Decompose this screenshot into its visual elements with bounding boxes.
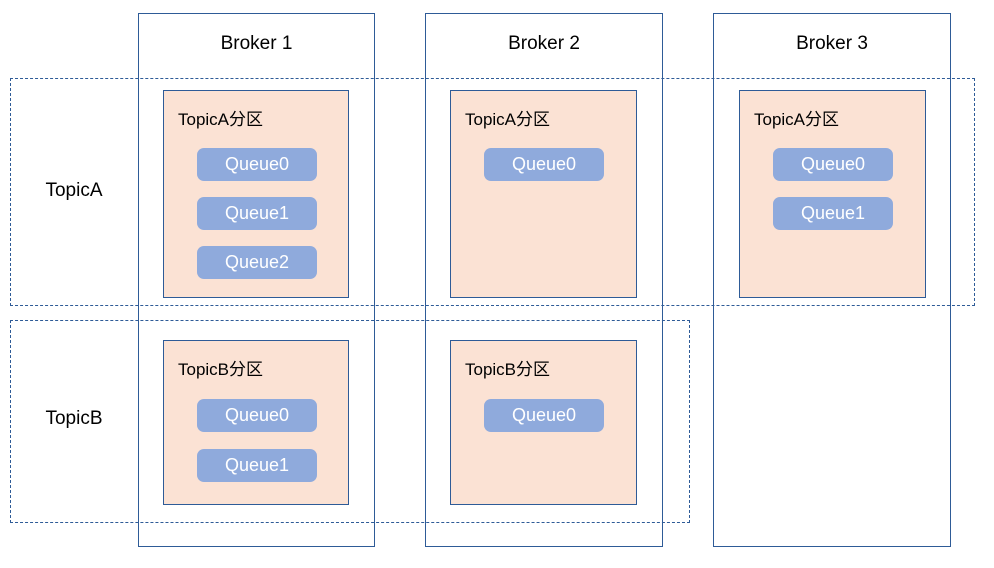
queue-chip-queue2[interactable]: Queue2 [197, 246, 317, 279]
queue-chip-queue1[interactable]: Queue1 [773, 197, 893, 230]
partition-box-topica-broker2: TopicA分区 Queue0 [450, 90, 637, 298]
topic-lane-topicb [10, 320, 690, 523]
broker-title-2: Broker 2 [508, 33, 580, 54]
queue-chip-queue0[interactable]: Queue0 [197, 148, 317, 181]
queue-chip-queue0[interactable]: Queue0 [773, 148, 893, 181]
topic-label-topicb: TopicB [45, 408, 103, 429]
partition-title: TopicB分区 [465, 360, 551, 379]
broker-title-1: Broker 1 [220, 33, 293, 54]
queue-chip-queue0[interactable]: Queue0 [484, 399, 604, 432]
broker-box-1 [138, 13, 375, 547]
broker-box-3 [713, 13, 951, 547]
topic-lane-topica [10, 78, 975, 306]
queue-chip-queue1[interactable]: Queue1 [197, 449, 317, 482]
broker-box-2 [425, 13, 663, 547]
partition-box-topicb-broker2: TopicB分区 Queue0 [450, 340, 637, 505]
queue-chip-queue0[interactable]: Queue0 [197, 399, 317, 432]
partition-title: TopicB分区 [178, 360, 264, 379]
queue-chip-queue1[interactable]: Queue1 [197, 197, 317, 230]
queue-chip-queue0[interactable]: Queue0 [484, 148, 604, 181]
partition-title: TopicA分区 [754, 110, 840, 129]
partition-title: TopicA分区 [465, 110, 551, 129]
topic-label-topica: TopicA [45, 180, 103, 201]
partition-title: TopicA分区 [178, 110, 264, 129]
broker-title-3: Broker 3 [796, 33, 868, 54]
